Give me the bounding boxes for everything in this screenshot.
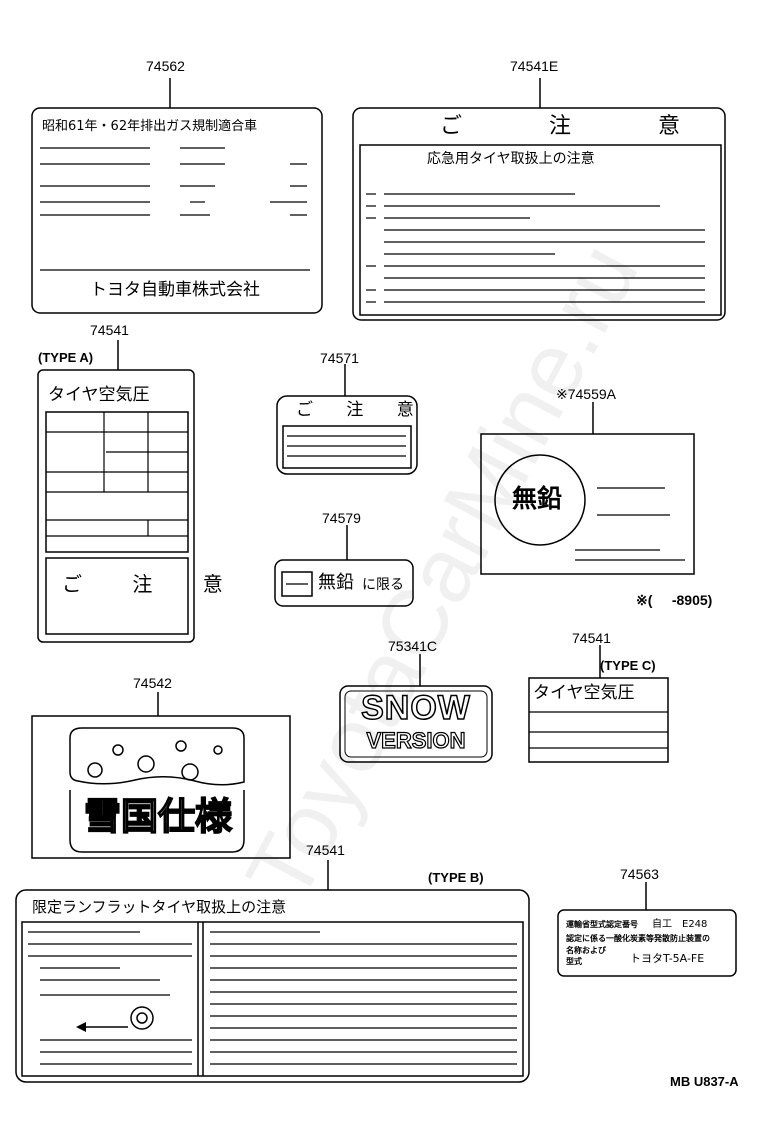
part-number-74541e: 74541E <box>510 58 559 74</box>
emission-label-footer: トヨタ自動車株式会社 <box>90 280 260 300</box>
spare-tire-caution-subheading: 応急用タイヤ取扱上の注意 <box>427 151 595 167</box>
type-a-label: (TYPE A) <box>38 350 94 365</box>
cert-row4-value: トヨタT-5A-FE <box>630 952 705 965</box>
part-number-74563: 74563 <box>620 866 659 882</box>
cert-row2-label: 認定に係る一酸化炭素等発散防止装置の <box>566 934 710 943</box>
drawing-code: MB U837-A <box>670 1074 739 1089</box>
tire-pressure-title-c: タイヤ空気圧 <box>533 683 635 703</box>
tire-pressure-title-a: タイヤ空気圧 <box>48 385 150 405</box>
part-number-74541-type-b: 74541 <box>306 842 345 858</box>
cert-row1-label: 運輸省型式認定番号 <box>566 920 638 929</box>
snow-badge-line2: VERSION <box>366 728 466 753</box>
emission-label-title: 昭和61年・62年排出ガス規制適合車 <box>42 119 258 134</box>
part-number-74571: 74571 <box>320 350 359 366</box>
type-b-label: (TYPE B) <box>428 870 484 885</box>
unleaded-only-sub: に限る <box>362 577 404 593</box>
cert-row3-label: 名称および <box>566 946 606 955</box>
cert-row1-value: 自工 E248 <box>652 919 708 930</box>
part-number-74541-type-c: 74541 <box>572 630 611 646</box>
part-number-74579: 74579 <box>322 510 361 526</box>
part-number-74562: 74562 <box>146 58 185 74</box>
spare-tire-caution-heading: ご 注 意 <box>440 114 720 139</box>
applicability-note: ※( -8905) <box>636 592 713 608</box>
caution-text-74571: ご 注 意 <box>296 400 428 420</box>
caution-text-a: ご 注 意 <box>62 572 245 596</box>
cert-row4-label: 型式 <box>566 957 582 966</box>
runflat-caution-title: 限定ランフラットタイヤ取扱上の注意 <box>32 898 287 916</box>
unleaded-circle-text: 無鉛 <box>512 484 563 513</box>
part-number-74541-type-a: 74541 <box>90 322 129 338</box>
part-number-74559a: ※74559A <box>556 386 616 402</box>
unleaded-only-main: 無鉛 <box>318 572 354 593</box>
type-c-label: (TYPE C) <box>600 658 656 673</box>
part-number-75341c: 75341C <box>388 638 438 654</box>
part-number-74542: 74542 <box>133 675 172 691</box>
snow-badge-line1: SNOW <box>360 689 471 727</box>
snow-country-spec-text: 雪国仕様 <box>83 795 233 838</box>
